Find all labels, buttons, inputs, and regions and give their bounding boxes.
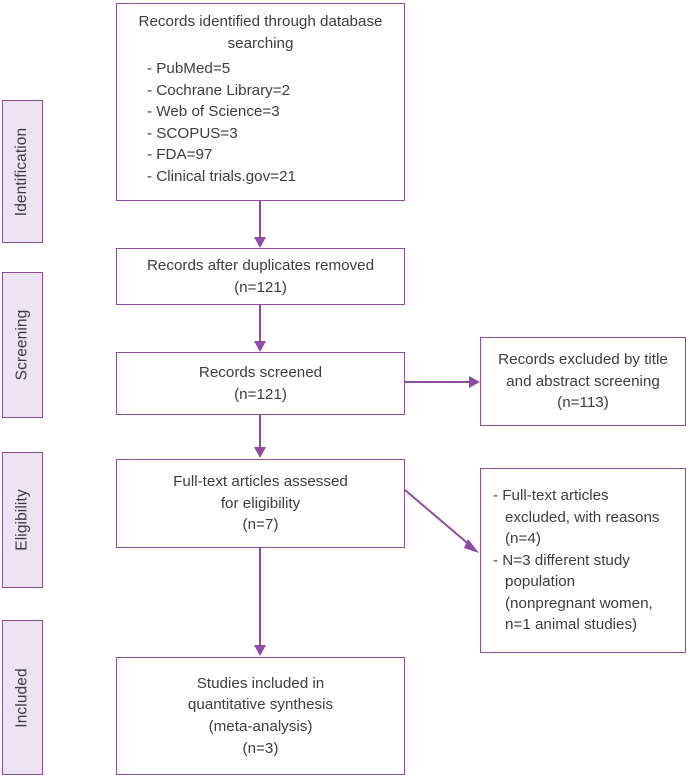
arrowhead-down-fulltext <box>254 447 266 458</box>
stage-label-text: Identification <box>13 127 31 216</box>
source-item: - Web of Science=3 <box>147 103 280 121</box>
box-records-after-duplicates-removed: Records after duplicates removed (n=121) <box>116 248 405 305</box>
box-line: Studies included in <box>196 674 325 692</box>
box-count: (n=3) <box>242 739 279 757</box>
box-records-screened: Records screened (n=121) <box>116 352 405 415</box>
source-item: - Cochrane Library=2 <box>147 81 291 99</box>
source-item: - PubMed=5 <box>147 60 231 78</box>
connector-identified-to-duplicates <box>259 201 261 238</box>
box-line: Full-text articles assessed <box>173 473 348 491</box>
box-count: (n=121) <box>234 385 287 403</box>
arrowhead-down-duplicates <box>254 237 266 248</box>
box-fulltext-assessed: Full-text articles assessed for eligibil… <box>116 459 405 548</box>
source-item: - Clinical trials.gov=21 <box>147 168 296 186</box>
box-line: Records after duplicates removed <box>146 256 375 274</box>
box-heading: Records identified through database sear… <box>138 13 383 52</box>
stage-label-eligibility: Eligibility <box>2 452 43 588</box>
exclusion-reason-item: - Full-text articles excluded, with reas… <box>493 486 660 548</box>
box-records-identified: Records identified through database sear… <box>116 3 405 201</box>
arrowhead-right-excluded <box>469 376 480 388</box>
stage-label-included: Included <box>2 620 43 775</box>
arrowhead-down-screened <box>254 341 266 352</box>
stage-label-text: Screening <box>13 309 31 381</box>
stage-label-screening: Screening <box>2 272 43 418</box>
box-count: (n=7) <box>242 516 279 534</box>
box-count: (n=121) <box>234 278 287 296</box>
box-studies-included: Studies included in quantitative synthes… <box>116 657 405 775</box>
arrowhead-down-included <box>254 645 266 656</box>
box-records-excluded-title-abstract: Records excluded by title and abstract s… <box>480 337 686 426</box>
box-line: Records excluded by title <box>498 351 668 369</box>
box-line: and abstract screening <box>506 372 660 390</box>
connector-screened-to-fulltext <box>259 415 261 448</box>
exclusion-reason-item: - N=3 different study population (nonpre… <box>493 551 653 634</box>
stage-label-text: Eligibility <box>13 489 31 551</box>
source-item: - FDA=97 <box>147 146 213 164</box>
box-count: (n=113) <box>557 394 609 412</box>
connector-fulltext-to-included <box>259 548 261 646</box>
source-item: - SCOPUS=3 <box>147 124 238 142</box>
connector-screened-to-excluded <box>405 381 471 383</box>
box-line: (meta-analysis) <box>208 718 313 735</box>
connector-duplicates-to-screened <box>259 305 261 342</box>
box-line: Records screened <box>198 363 323 381</box>
box-line: for eligibility <box>220 494 301 512</box>
box-fulltext-excluded-reasons: - Full-text articles excluded, with reas… <box>480 468 686 653</box>
database-source-list: - PubMed=5 - Cochrane Library=2 - Web of… <box>131 58 390 187</box>
box-line: quantitative synthesis <box>187 696 334 714</box>
stage-label-identification: Identification <box>2 100 43 243</box>
stage-label-text: Included <box>13 667 31 728</box>
